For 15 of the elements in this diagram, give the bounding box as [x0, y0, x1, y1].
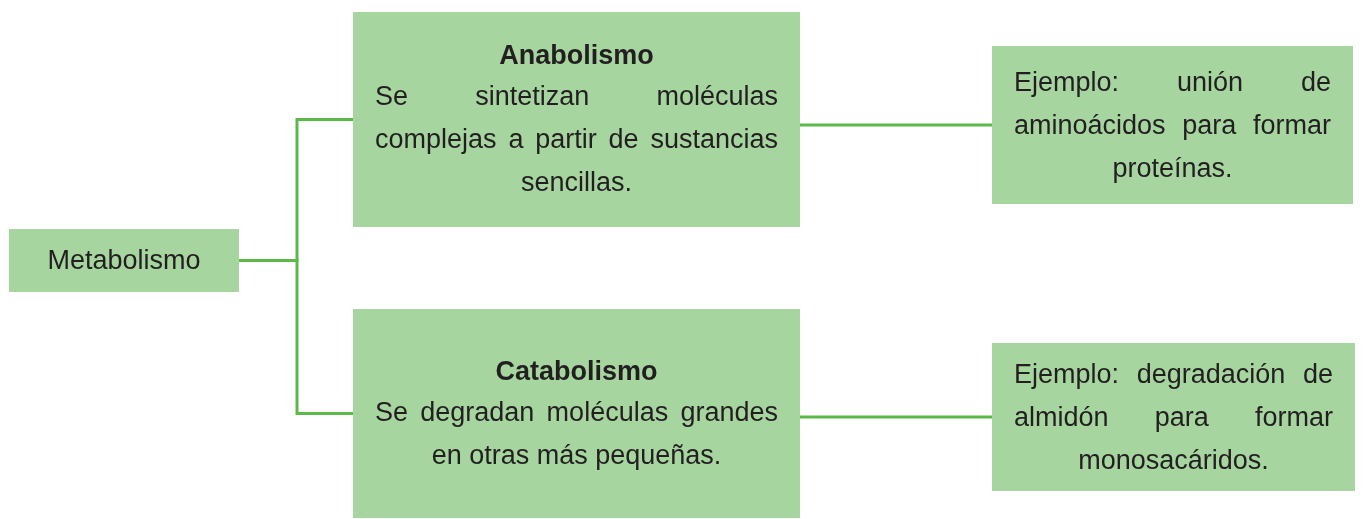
concept-box	[353, 309, 800, 518]
connector-line	[239, 259, 353, 415]
connector-line	[800, 415, 992, 419]
connector-line	[800, 123, 992, 127]
box-text: Se degradan moléculas grandes en otras más pequeñas.	[375, 395, 778, 472]
box-heading: Catabolismo	[494, 354, 659, 388]
concept-box	[992, 46, 1353, 204]
box-heading: Anabolismo	[498, 39, 655, 72]
box-text: Metabolismo	[46, 244, 202, 277]
box-text: Se sintetizan moléculas complejas a partir de sustancias sencillas.	[375, 80, 778, 199]
concept-box	[992, 343, 1355, 491]
box-text: Ejemplo: degradación de almidón para formar monosacáridos.	[1014, 357, 1333, 477]
concept-box	[9, 229, 239, 292]
concept-box	[353, 12, 800, 227]
box-text: Ejemplo: unión de aminoácidos para formar proteínas.	[1014, 65, 1331, 185]
